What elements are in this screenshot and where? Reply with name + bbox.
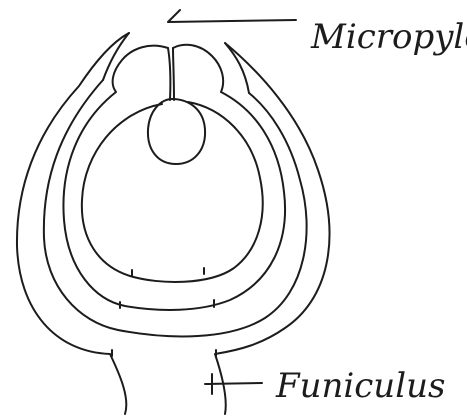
inner-integument-inner-wall bbox=[82, 102, 263, 282]
micropylar-canal bbox=[168, 48, 170, 100]
outer-integument-inner-wall bbox=[44, 80, 307, 336]
micropyle-leader-line bbox=[168, 10, 296, 22]
micropylar-canal-right bbox=[173, 48, 174, 100]
micropyle-label: Micropyle bbox=[310, 17, 467, 57]
outer-integument-outer-wall-right bbox=[225, 43, 249, 93]
embryo-sac bbox=[148, 99, 205, 164]
funiculus-label: Funiculus bbox=[275, 366, 445, 406]
funiculus-leader-line bbox=[205, 374, 262, 394]
